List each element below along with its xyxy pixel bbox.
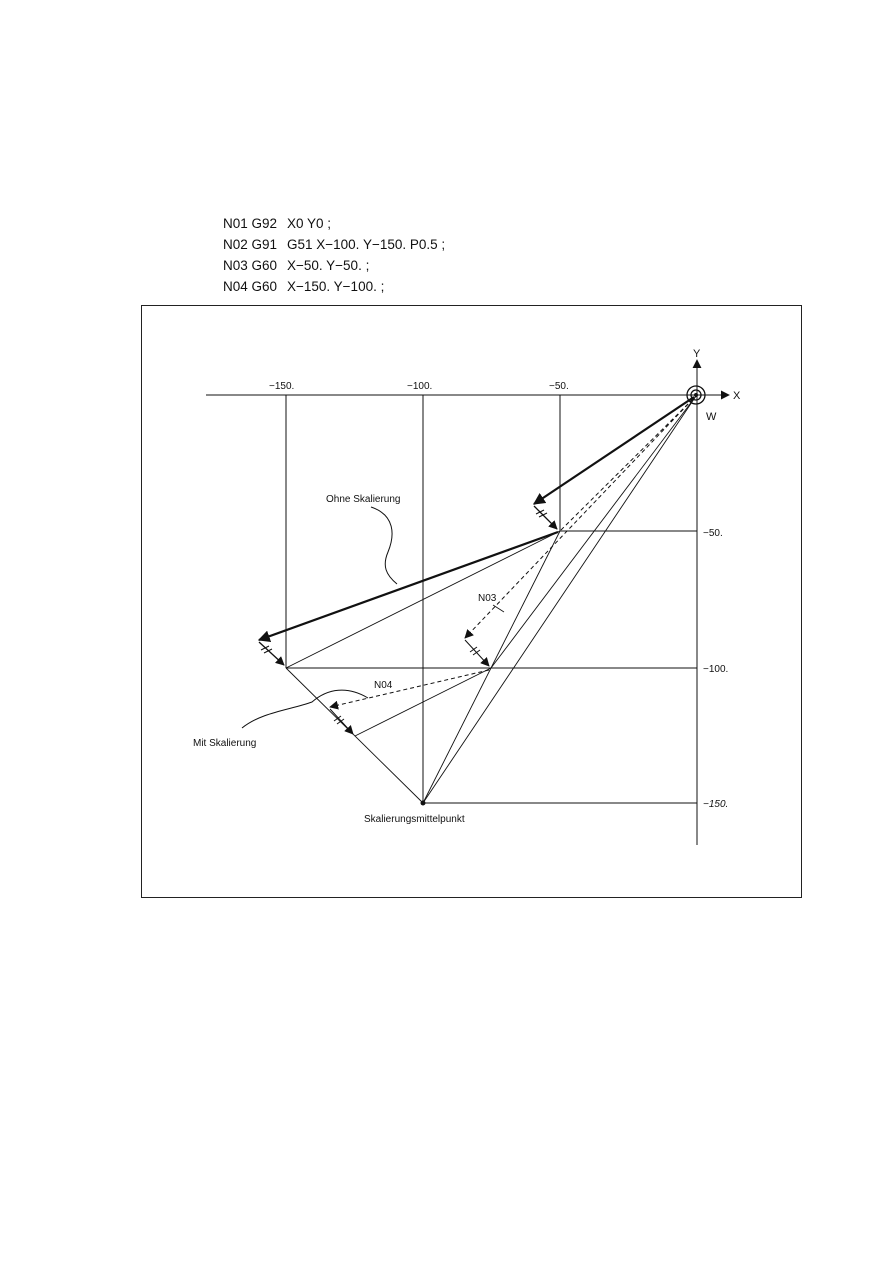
path-scaled-n03 [464, 398, 694, 639]
block-number: N01 G92 [223, 216, 278, 231]
scaling-center-point [420, 800, 426, 806]
leader-without-scaling [370, 506, 398, 585]
block-number: N04 G60 [223, 279, 278, 294]
ray-n03-to-n04 [285, 530, 561, 669]
label-n04: N04 [374, 680, 393, 691]
path-origin-dashed [560, 398, 694, 531]
block-number: N02 G91 [223, 237, 278, 252]
label-n03: N03 [478, 593, 497, 604]
block-words: X−50. Y−50. ; [287, 258, 370, 273]
y-tick-label: −150. [703, 799, 728, 810]
label-without-scaling: Ohne Skalierung [326, 494, 401, 505]
path-unscaled-n04-approach [258, 641, 285, 666]
x-tick-label: −150. [269, 381, 294, 392]
x-tick-label: −100. [407, 381, 432, 392]
program-line-n02: N02 G91 G51 X−100. Y−150. P0.5 ; [223, 234, 445, 255]
label-scaling-center: Skalierungsmittelpunkt [364, 814, 465, 825]
program-listing: N01 G92 X0 Y0 ; N02 G91 G51 X−100. Y−150… [223, 213, 445, 297]
approach-ticks [260, 509, 548, 725]
block-words: X0 Y0 ; [287, 216, 332, 231]
figure-frame [141, 305, 802, 898]
y-tick-label: −50. [703, 528, 723, 539]
path-scaled-n03-approach [464, 639, 490, 667]
x-tick-label: −50. [549, 381, 569, 392]
ray-center-to-n04 [285, 667, 424, 804]
block-words: X−150. Y−100. ; [287, 279, 385, 294]
program-line-n01: N01 G92 X0 Y0 ; [223, 213, 445, 234]
path-unscaled-n04 [257, 530, 559, 642]
block-number: N03 G60 [223, 258, 278, 273]
path-scaled-n04-approach [329, 708, 354, 735]
ray-center-to-n03 [422, 530, 561, 804]
workpiece-origin-icon [686, 385, 706, 405]
y-axis-label: Y [693, 348, 701, 360]
x-axis-label: X [733, 390, 741, 402]
origin-label: W [706, 411, 717, 423]
leader-n03 [492, 604, 505, 613]
program-line-n03: N03 G60 X−50. Y−50. ; [223, 255, 445, 276]
path-scaled-n04-dashed [329, 669, 490, 710]
ray-origin-to-n03-scaled [490, 395, 697, 669]
path-unscaled-n03 [533, 396, 695, 505]
block-words: G51 X−100. Y−150. P0.5 ; [287, 237, 446, 252]
path-scaled-n04 [354, 667, 492, 737]
program-line-n04: N04 G60 X−150. Y−100. ; [223, 276, 445, 297]
y-tick-label: −100. [703, 664, 728, 675]
label-with-scaling: Mit Skalierung [193, 738, 256, 749]
path-unscaled-n03-approach [533, 505, 558, 530]
ray-origin-to-center [422, 395, 697, 804]
leader-with-scaling [241, 689, 369, 729]
